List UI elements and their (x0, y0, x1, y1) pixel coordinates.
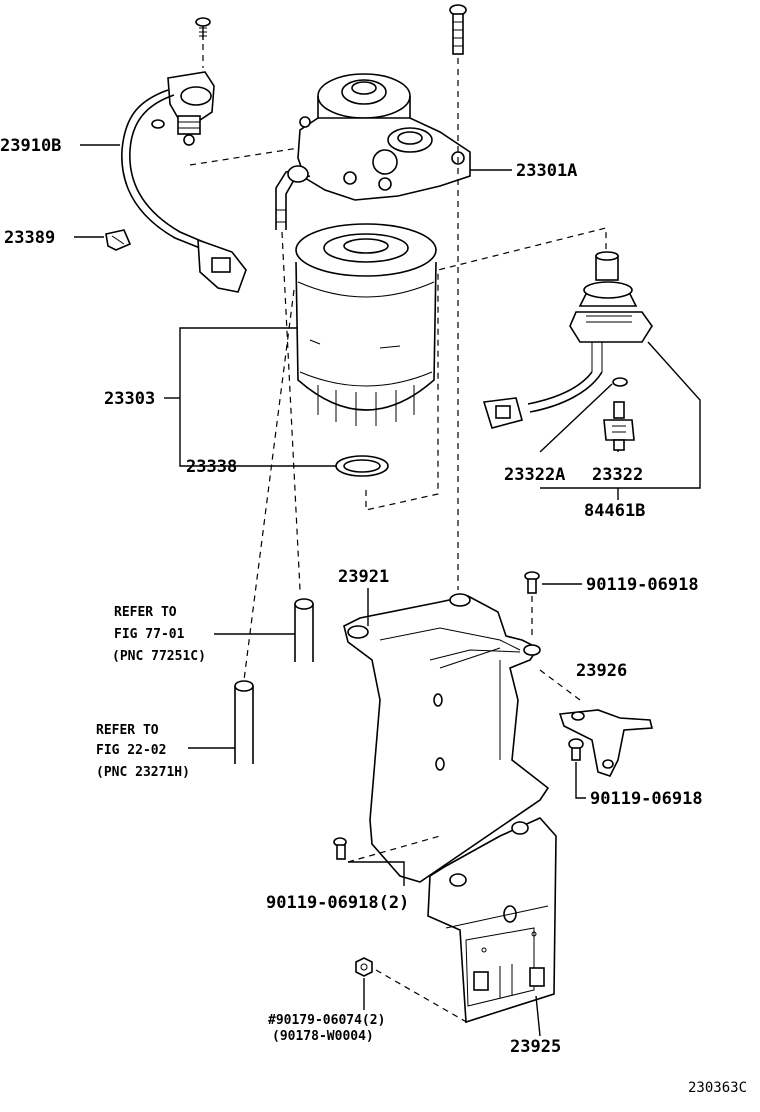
label-heater: 84461B (584, 501, 645, 521)
label-protector: 23925 (510, 1037, 561, 1057)
heater-sensor-part (482, 251, 653, 429)
hose-lower (234, 680, 254, 764)
bolt-top-right (524, 571, 540, 594)
catalog-number: 230363C (688, 1080, 747, 1096)
top-bolt (449, 4, 467, 55)
filter-element-part (295, 223, 437, 426)
label-bolt-stay: 90119-06918 (590, 789, 703, 809)
drain-oring-part (612, 377, 628, 387)
drain-cock-part (603, 401, 635, 451)
refer-1-line2: FIG 77-01 (114, 627, 185, 642)
nut-part (355, 957, 373, 977)
sensor-switch-part (121, 17, 247, 293)
refer-1-line3: (PNC 77251C) (112, 649, 206, 664)
label-nut-main: #90179-06074(2) (268, 1013, 385, 1028)
refer-2-line1: REFER TO (96, 723, 159, 738)
label-stay: 23926 (576, 661, 627, 681)
protector-part (427, 817, 557, 1024)
label-sensor-switch: 23910B (0, 136, 61, 156)
gasket-part (335, 455, 389, 477)
label-bolt-top: 90119-06918 (586, 575, 699, 595)
bolt-lower (333, 837, 347, 860)
label-drain-cock: 23322 (592, 465, 643, 485)
label-filter-element: 23303 (104, 389, 155, 409)
label-bracket: 23921 (338, 567, 389, 587)
label-filter-head: 23301A (516, 161, 577, 181)
label-drain-plug: 23322A (504, 465, 565, 485)
refer-1-line1: REFER TO (114, 605, 177, 620)
refer-2-line3: (PNC 23271H) (96, 765, 190, 780)
bracket-part (343, 593, 550, 883)
stay-part (558, 709, 654, 777)
clamp-part (105, 229, 132, 251)
label-clamp: 23389 (4, 228, 55, 248)
filter-head-part (275, 73, 471, 230)
hose-upper (294, 598, 314, 662)
label-gasket: 23338 (186, 457, 237, 477)
refer-2-line2: FIG 22-02 (96, 743, 166, 758)
label-bolt-lower: 90119-06918(2) (266, 893, 409, 913)
label-nut-alt: (90178-W0004) (272, 1029, 374, 1044)
bolt-stay (568, 738, 584, 761)
